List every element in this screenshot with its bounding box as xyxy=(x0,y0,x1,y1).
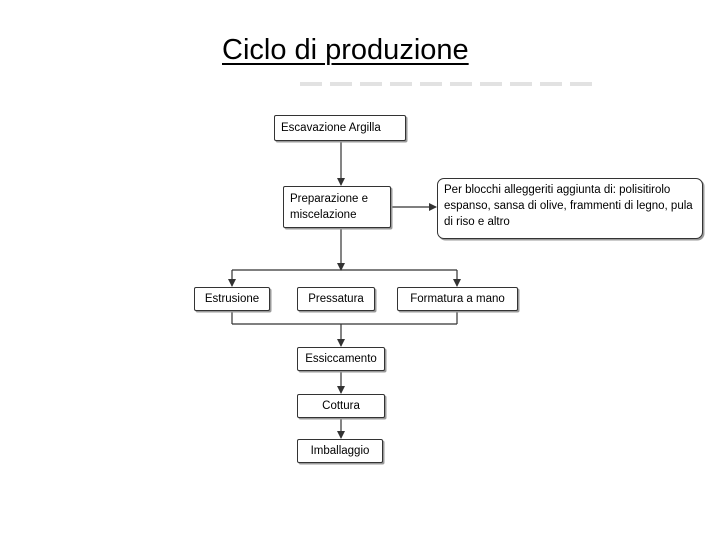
faint-decorative-strip xyxy=(300,82,600,86)
node-escavazione-argilla: Escavazione Argilla xyxy=(274,115,406,141)
node-cottura: Cottura xyxy=(297,394,385,418)
node-essiccamento: Essiccamento xyxy=(297,347,385,371)
node-formatura-a-mano: Formatura a mano xyxy=(397,287,518,311)
node-preparazione-miscelazione: Preparazione e miscelazione xyxy=(283,186,391,228)
node-nota-blocchi-alleggeriti: Per blocchi alleggeriti aggiunta di: pol… xyxy=(437,178,703,239)
node-imballaggio: Imballaggio xyxy=(297,439,383,463)
page-title: Ciclo di produzione xyxy=(222,34,469,66)
node-pressatura: Pressatura xyxy=(297,287,375,311)
node-estrusione: Estrusione xyxy=(194,287,270,311)
